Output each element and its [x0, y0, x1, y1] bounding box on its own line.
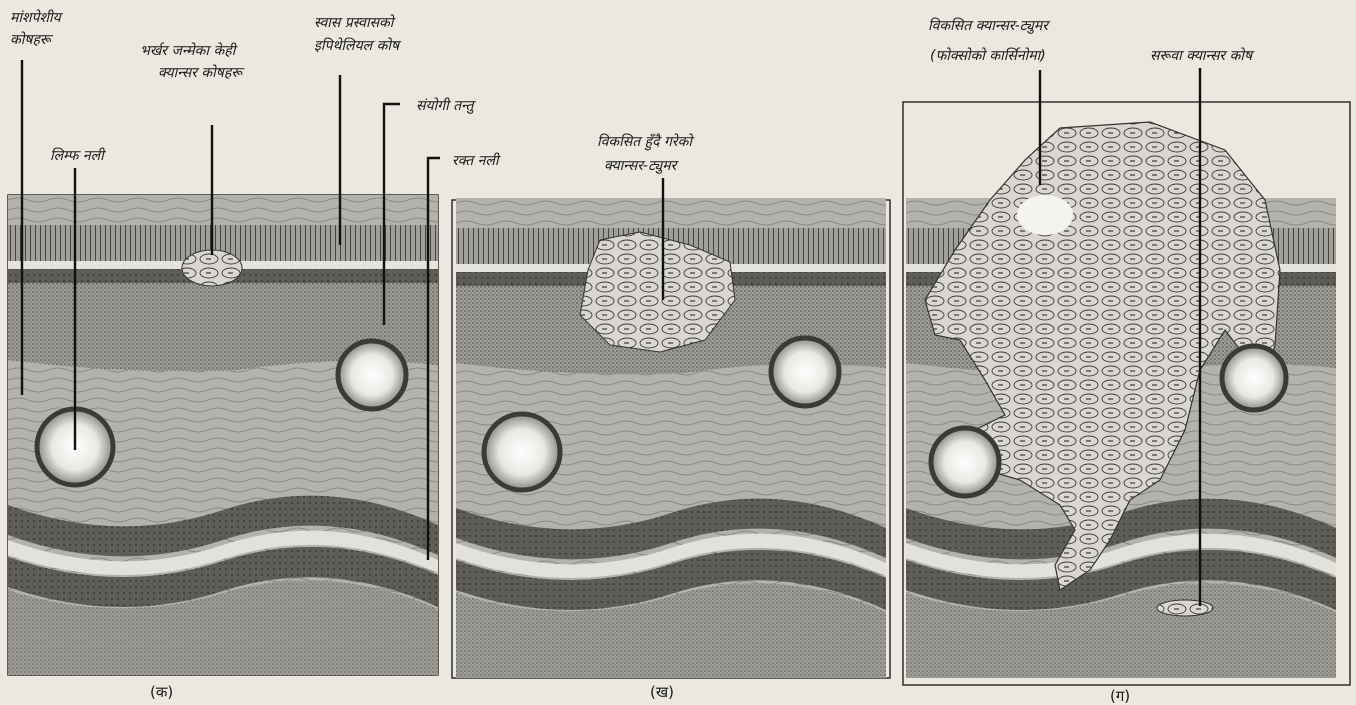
panel-a: मांशपेशीय कोषहरू भर्खर जन्मेका केही क्या… — [8, 9, 502, 701]
new-cancer-cells-label-1: भर्खर जन्मेका केही — [140, 42, 239, 59]
muscle-cells-label-1: मांशपेशीय — [10, 9, 64, 26]
growing-tumor-label-2: क्यान्सर-ट्युमर — [604, 158, 680, 174]
panel-b-caption: (ख) — [650, 683, 674, 701]
epithelial-cells-label-1: स्वास प्रस्वासको — [314, 14, 397, 31]
panel-a-caption: (क) — [150, 683, 173, 701]
panel-a-blood-vessel — [338, 341, 406, 409]
blood-vessel-label: रक्त नली — [452, 152, 502, 169]
epithelial-cells-label-2: इपिथेलियल कोष — [314, 37, 402, 54]
developed-tumor-label-2: (फोक्सोको कार्सिनोमा) — [930, 47, 1046, 64]
lymph-vessel-label: लिम्फ नली — [50, 147, 107, 164]
muscle-cells-label-2: कोषहरू — [10, 31, 54, 48]
panel-b: विकसित हुँदै गरेको क्यान्सर-ट्युमर (ख) — [452, 133, 890, 701]
panel-c-spreading-cells-cluster — [1157, 600, 1213, 616]
spreading-cells-label: सरूवा क्यान्सर कोष — [1150, 47, 1255, 64]
panel-c-blood-vessel — [1222, 346, 1286, 410]
panel-c-lymph-vessel — [931, 428, 999, 496]
growing-tumor-label-1: विकसित हुँदै गरेको — [597, 133, 695, 151]
panel-c: विकसित क्यान्सर-ट्युमर (फोक्सोको कार्सिन… — [903, 17, 1350, 705]
panel-c-caption: (ग) — [1110, 687, 1130, 705]
panel-c-tumor-core — [1017, 195, 1073, 235]
connective-tissue-label: संयोगी तन्तु — [416, 97, 476, 114]
developed-tumor-label-1: विकसित क्यान्सर-ट्युमर — [928, 17, 1051, 34]
panel-a-new-cancer-cluster — [182, 250, 242, 286]
new-cancer-cells-label-2: क्यान्सर कोषहरू — [158, 64, 245, 81]
panel-b-blood-vessel — [771, 338, 839, 406]
panel-b-lymph-vessel — [484, 414, 560, 490]
